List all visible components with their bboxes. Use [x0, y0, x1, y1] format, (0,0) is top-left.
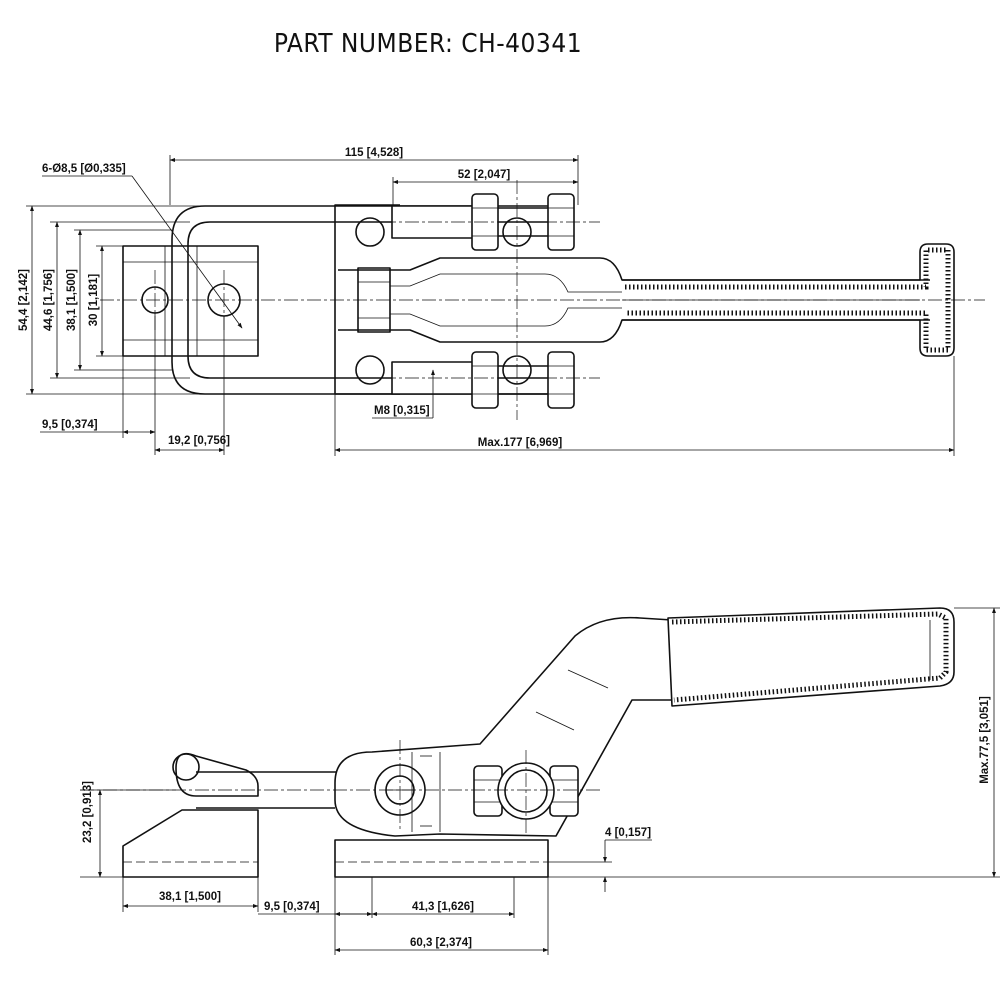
dim-offset-9: 9,5 [0,374] [42, 419, 98, 431]
handle-arm-lower [338, 319, 930, 343]
dim-base-60: 60,3 [2,374] [410, 937, 472, 949]
dim-height-23: 23,2 [0,913] [82, 781, 94, 843]
side-view: 23,2 [0,913] Max.77,5 [3,051] 4 [0,157] … [80, 607, 1000, 955]
dim-holes: 6-Ø8,5 [Ø0,335] [42, 163, 126, 175]
dim-base-41: 41,3 [1,626] [412, 901, 474, 913]
dim-gap: 4 [0,157] [605, 827, 651, 839]
nut-side-left [473, 765, 503, 817]
part-number-title: PART NUMBER: CH-40341 [274, 29, 582, 59]
u-hook-outer [171, 205, 555, 395]
base-plate [334, 204, 400, 395]
dim-width-54: 54,4 [2,142] [18, 269, 30, 331]
dim-thread: M8 [0,315] [374, 405, 430, 417]
nut-bottom-right [547, 351, 575, 409]
nut-bottom-left [471, 351, 499, 409]
dim-max-length: Max.177 [6,969] [478, 437, 563, 449]
dim-max-height: Max.77,5 [3,051] [979, 696, 991, 784]
dim-catch-length: 38,1 [1,500] [159, 891, 221, 903]
dim-width-30: 30 [1,181] [88, 274, 100, 327]
dim-offset-19: 19,2 [0,756] [168, 435, 230, 447]
top-view: 115 [4,528] 52 [2,047] 6-Ø8,5 [Ø0,335] 5… [18, 147, 985, 456]
handle-grip-side [667, 607, 955, 707]
dim-width-44: 44,6 [1,756] [43, 269, 55, 331]
dim-overall-length: 115 [4,528] [345, 147, 403, 159]
pivot-hole-top-left [355, 217, 385, 247]
pivot-hole-bottom-left [355, 355, 385, 385]
catch-plate [122, 245, 259, 357]
dim-gap-9: 9,5 [0,374] [264, 901, 320, 913]
dim-width-38: 38,1 [1,500] [66, 269, 78, 331]
dim-pivot-spacing: 52 [2,047] [458, 169, 511, 181]
base-side [334, 839, 549, 878]
handle-arm-upper [338, 257, 930, 281]
catch-plate-side [122, 809, 259, 878]
